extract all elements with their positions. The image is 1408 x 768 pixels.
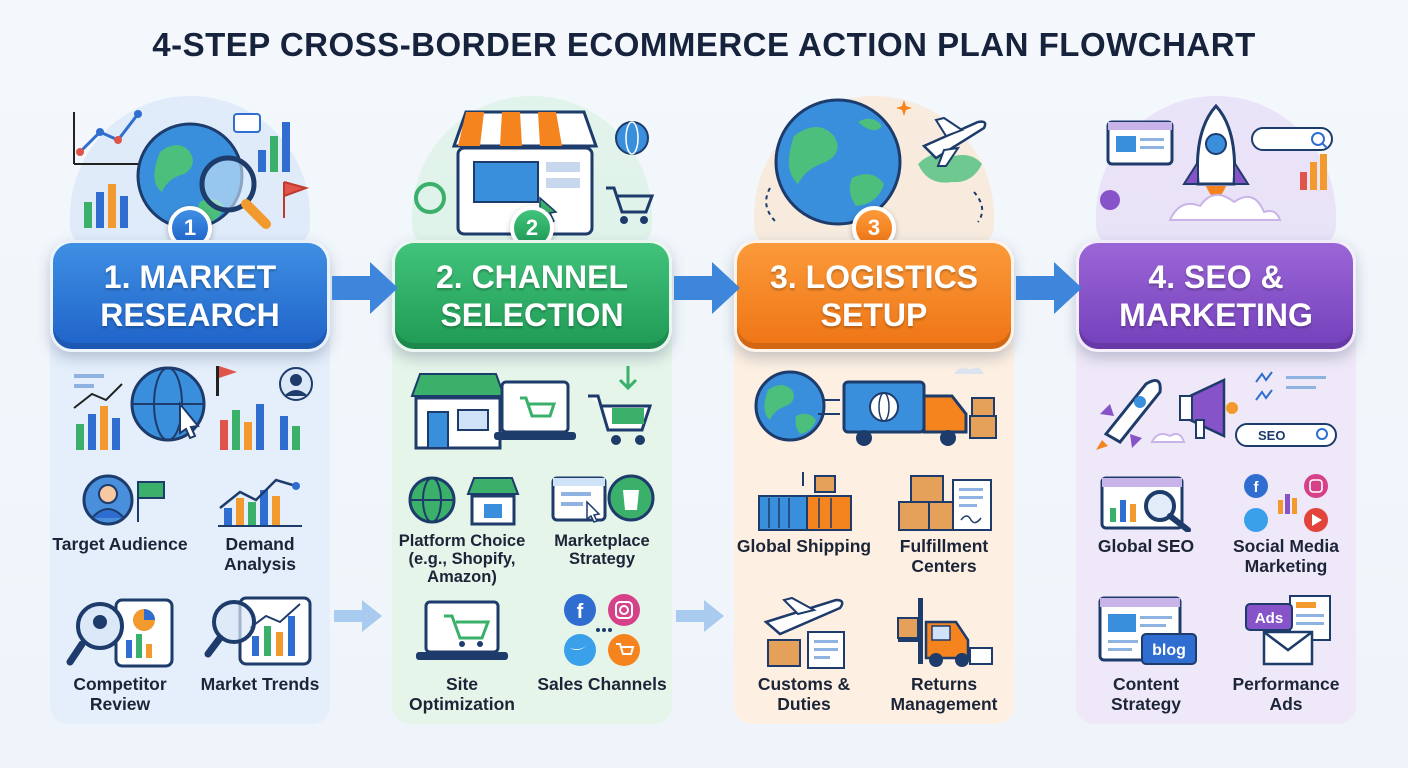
person-flag-icon xyxy=(82,474,165,526)
boxes-document-icon xyxy=(898,475,992,531)
flow-arrow-2-to-3 xyxy=(674,262,740,314)
logistics-illustration-strip xyxy=(754,367,997,446)
step-header: 4. SEO & MARKETING xyxy=(1076,240,1356,352)
item-label: Customs & Duties xyxy=(757,674,851,714)
laptop-cart-icon xyxy=(416,600,508,660)
item-returns-management: Returns Management xyxy=(874,592,1014,714)
airplane-document-icon xyxy=(763,596,845,669)
item-label: Market Trends xyxy=(200,674,320,694)
item-customs-duties: Customs & Duties xyxy=(734,592,874,714)
blog-browser-icon: blog xyxy=(1098,596,1197,665)
globe-store-icon xyxy=(408,476,520,526)
step-column-seo-marketing: 4 4. SEO & MARKETING SEO Global SEO xyxy=(1076,92,1356,732)
step-column-logistics-setup: 3 3. LOGISTICS SETUP Global Shipping xyxy=(734,92,1014,732)
item-global-shipping: Global Shipping xyxy=(734,472,874,556)
item-content-strategy: blog Content Strategy xyxy=(1076,592,1216,714)
item-label: Marketplace Strategy xyxy=(554,532,650,568)
item-label: Platform Choice (e.g., Shopify, Amazon) xyxy=(398,532,526,586)
item-label: Site Optimization xyxy=(409,674,515,714)
item-sales-channels: f Sales Channels xyxy=(532,592,672,694)
magnifier-dashboard-icon xyxy=(66,598,174,668)
item-label: Performance Ads xyxy=(1232,674,1340,714)
step-header: 1. MARKET RESEARCH xyxy=(50,240,330,352)
flow-arrow-1-to-2 xyxy=(332,262,398,314)
page-title: 4-STEP CROSS-BORDER ECOMMERCE ACTION PLA… xyxy=(152,26,1256,63)
flow-arrow-lower-1-to-2 xyxy=(334,600,382,632)
browser-shopify-icon xyxy=(551,474,655,523)
ads-envelope-icon: Ads xyxy=(1245,595,1331,666)
flow-arrow-3-to-4 xyxy=(1016,262,1082,314)
item-market-trends: Market Trends xyxy=(190,592,330,694)
item-competitor-review: Competitor Review xyxy=(50,592,190,714)
item-label: Social Media Marketing xyxy=(1232,536,1339,576)
globe-airplane-hero-icon xyxy=(765,98,987,226)
rocket-launch-hero-icon xyxy=(1100,103,1333,221)
step-column-channel-selection: 2 2. CHANNEL SELECTION Platform Choice (… xyxy=(392,92,672,732)
step-column-market-research: 1 1. MARKET RESEARCH Target Audience xyxy=(50,92,330,732)
step-header: 2. CHANNEL SELECTION xyxy=(392,240,672,352)
item-marketplace-strategy: Marketplace Strategy xyxy=(532,472,672,568)
svg-text:f: f xyxy=(1254,479,1260,496)
flow-arrow-lower-2-to-3 xyxy=(676,600,724,632)
blog-badge-text: blog xyxy=(1152,642,1186,659)
item-label: Competitor Review xyxy=(73,674,167,714)
item-global-seo: Global SEO xyxy=(1076,472,1216,556)
channel-illustration-strip xyxy=(410,366,653,450)
research-illustration-strip xyxy=(73,366,313,450)
social-media-icons: f xyxy=(564,594,640,666)
item-label: Global SEO xyxy=(1097,536,1195,556)
seo-search-badge-text: SEO xyxy=(1258,428,1285,443)
browser-magnifier-icon xyxy=(1100,476,1191,532)
item-platform-choice: Platform Choice (e.g., Shopify, Amazon) xyxy=(392,472,532,586)
item-label: Returns Management xyxy=(890,674,998,714)
item-fulfillment-centers: Fulfillment Centers xyxy=(874,472,1014,576)
item-label: Target Audience xyxy=(52,534,188,554)
social-network-icon: f xyxy=(1244,474,1328,532)
item-label: Sales Channels xyxy=(537,674,667,694)
item-site-optimization: Site Optimization xyxy=(392,592,532,714)
storefront-browser-hero-icon xyxy=(414,110,655,236)
ads-badge-text: Ads xyxy=(1255,610,1283,627)
item-target-audience: Target Audience xyxy=(50,472,190,554)
item-social-media-marketing: f Social Media Marketing xyxy=(1216,472,1356,576)
item-label: Global Shipping xyxy=(736,536,872,556)
svg-text:f: f xyxy=(577,601,584,623)
item-label: Demand Analysis xyxy=(224,534,296,574)
forklift-icon xyxy=(897,598,993,667)
item-label: Content Strategy xyxy=(1110,674,1182,714)
item-demand-analysis: Demand Analysis xyxy=(190,472,330,574)
marketing-illustration-strip: SEO xyxy=(1096,371,1337,450)
globe-magnifier-hero-icon xyxy=(73,110,310,230)
step-header: 3. LOGISTICS SETUP xyxy=(734,240,1014,352)
magnifier-chart-icon xyxy=(204,596,312,666)
item-label: Fulfillment Centers xyxy=(899,536,989,576)
shipping-container-icon xyxy=(758,472,852,531)
item-performance-ads: Ads Performance Ads xyxy=(1216,592,1356,714)
bar-chart-trend-icon xyxy=(218,478,302,527)
